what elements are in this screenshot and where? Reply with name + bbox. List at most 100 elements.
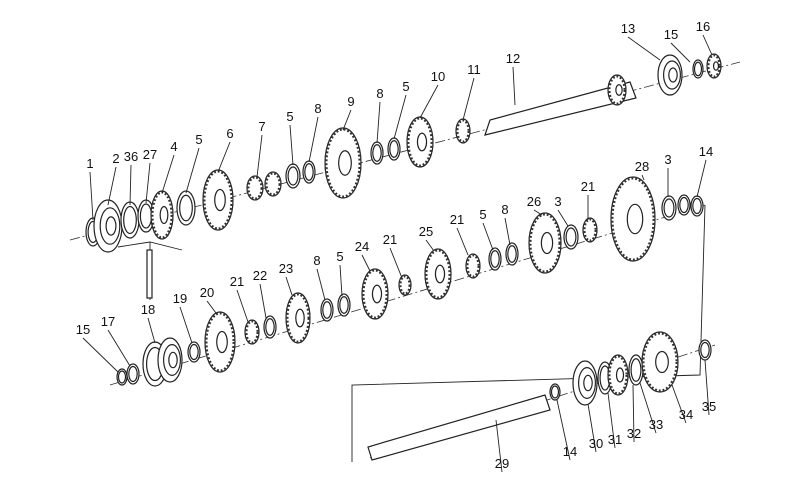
leader-line xyxy=(289,124,294,166)
part-14 xyxy=(387,137,401,161)
part-25 xyxy=(187,341,201,363)
callout-14: 14 xyxy=(699,144,713,159)
part-16 xyxy=(455,118,471,144)
part-9 xyxy=(264,171,282,197)
leader-line xyxy=(129,164,132,206)
part-13 xyxy=(370,141,384,165)
callout-24: 24 xyxy=(355,239,369,254)
callout-7: 7 xyxy=(258,119,265,134)
leader-line xyxy=(256,134,263,178)
leader-line xyxy=(702,34,713,56)
part-32 xyxy=(361,268,389,320)
callout-14: 14 xyxy=(563,444,577,459)
part-17 xyxy=(607,74,627,106)
callout-36: 36 xyxy=(124,149,138,164)
leader-line xyxy=(361,254,371,272)
leader-line xyxy=(376,101,381,144)
part-12 xyxy=(324,127,362,199)
leader-line xyxy=(161,154,175,194)
callout-20: 20 xyxy=(200,285,214,300)
callout-5: 5 xyxy=(195,132,202,147)
leader-line xyxy=(627,36,661,61)
axis-lines xyxy=(69,61,741,459)
leader-line xyxy=(639,382,657,434)
leader-line xyxy=(107,329,131,367)
callout-8: 8 xyxy=(501,202,508,217)
part-33 xyxy=(398,274,412,296)
callout-3: 3 xyxy=(554,194,561,209)
part-46 xyxy=(572,360,598,406)
leader-line xyxy=(462,77,475,121)
callout-21: 21 xyxy=(450,212,464,227)
callout-15: 15 xyxy=(76,322,90,337)
callout-35: 35 xyxy=(702,399,716,414)
callout-30: 30 xyxy=(589,436,603,451)
part-39 xyxy=(563,224,579,250)
part-3 xyxy=(120,201,140,239)
leader-line xyxy=(512,66,516,106)
callout-23: 23 xyxy=(279,261,293,276)
part-11 xyxy=(302,160,316,184)
part-28 xyxy=(263,315,277,339)
callout-16: 16 xyxy=(696,19,710,34)
leader-line xyxy=(285,276,293,296)
leader-line xyxy=(393,94,407,140)
leader-line xyxy=(217,141,231,173)
leader-line xyxy=(107,166,117,206)
leader-line xyxy=(504,217,511,246)
callout-3: 3 xyxy=(664,152,671,167)
part-5 xyxy=(150,190,174,240)
callout-28: 28 xyxy=(635,159,649,174)
leader-line xyxy=(696,159,707,198)
callout-21: 21 xyxy=(581,179,595,194)
part-41 xyxy=(610,176,656,262)
part-31 xyxy=(337,293,351,317)
callout-12: 12 xyxy=(506,51,520,66)
part-36 xyxy=(488,247,502,271)
callout-32: 32 xyxy=(627,426,641,441)
shafts xyxy=(367,81,637,461)
leader-line xyxy=(607,392,616,449)
leader-line xyxy=(557,209,569,227)
leader-line xyxy=(147,317,156,344)
callout-2: 2 xyxy=(112,151,119,166)
callout-21: 21 xyxy=(230,274,244,289)
part-21 xyxy=(116,368,128,386)
callout-5: 5 xyxy=(286,109,293,124)
part-20 xyxy=(706,53,722,79)
part-29 xyxy=(285,292,311,344)
part-27 xyxy=(244,319,260,345)
callout-1: 1 xyxy=(86,156,93,171)
part-38 xyxy=(528,212,562,274)
leader-line xyxy=(704,359,710,416)
part-2 xyxy=(93,199,123,253)
leader-line xyxy=(587,403,597,453)
part-43 xyxy=(677,194,691,216)
leader-line xyxy=(632,384,635,443)
callout-9: 9 xyxy=(347,94,354,109)
callout-21: 21 xyxy=(383,232,397,247)
leader-line xyxy=(671,384,687,424)
callout-26: 26 xyxy=(527,194,541,209)
leader-line xyxy=(316,268,326,301)
part-19 xyxy=(692,59,704,79)
callout-33: 33 xyxy=(649,417,663,432)
leader-line xyxy=(308,116,319,163)
leader-line xyxy=(236,289,249,323)
callout-10: 10 xyxy=(431,69,445,84)
callout-8: 8 xyxy=(314,101,321,116)
part-35 xyxy=(465,253,481,279)
callout-8: 8 xyxy=(376,86,383,101)
leader-line xyxy=(482,222,494,251)
leader-line xyxy=(556,399,571,461)
leader-line xyxy=(89,171,94,221)
part-24 xyxy=(157,337,183,383)
callout-4: 4 xyxy=(170,139,177,154)
leader-line xyxy=(389,247,403,279)
leader-line xyxy=(419,84,439,119)
leader-line xyxy=(342,109,352,131)
part-45 xyxy=(549,383,561,401)
part-44 xyxy=(690,195,704,217)
callout-34: 34 xyxy=(679,407,693,422)
